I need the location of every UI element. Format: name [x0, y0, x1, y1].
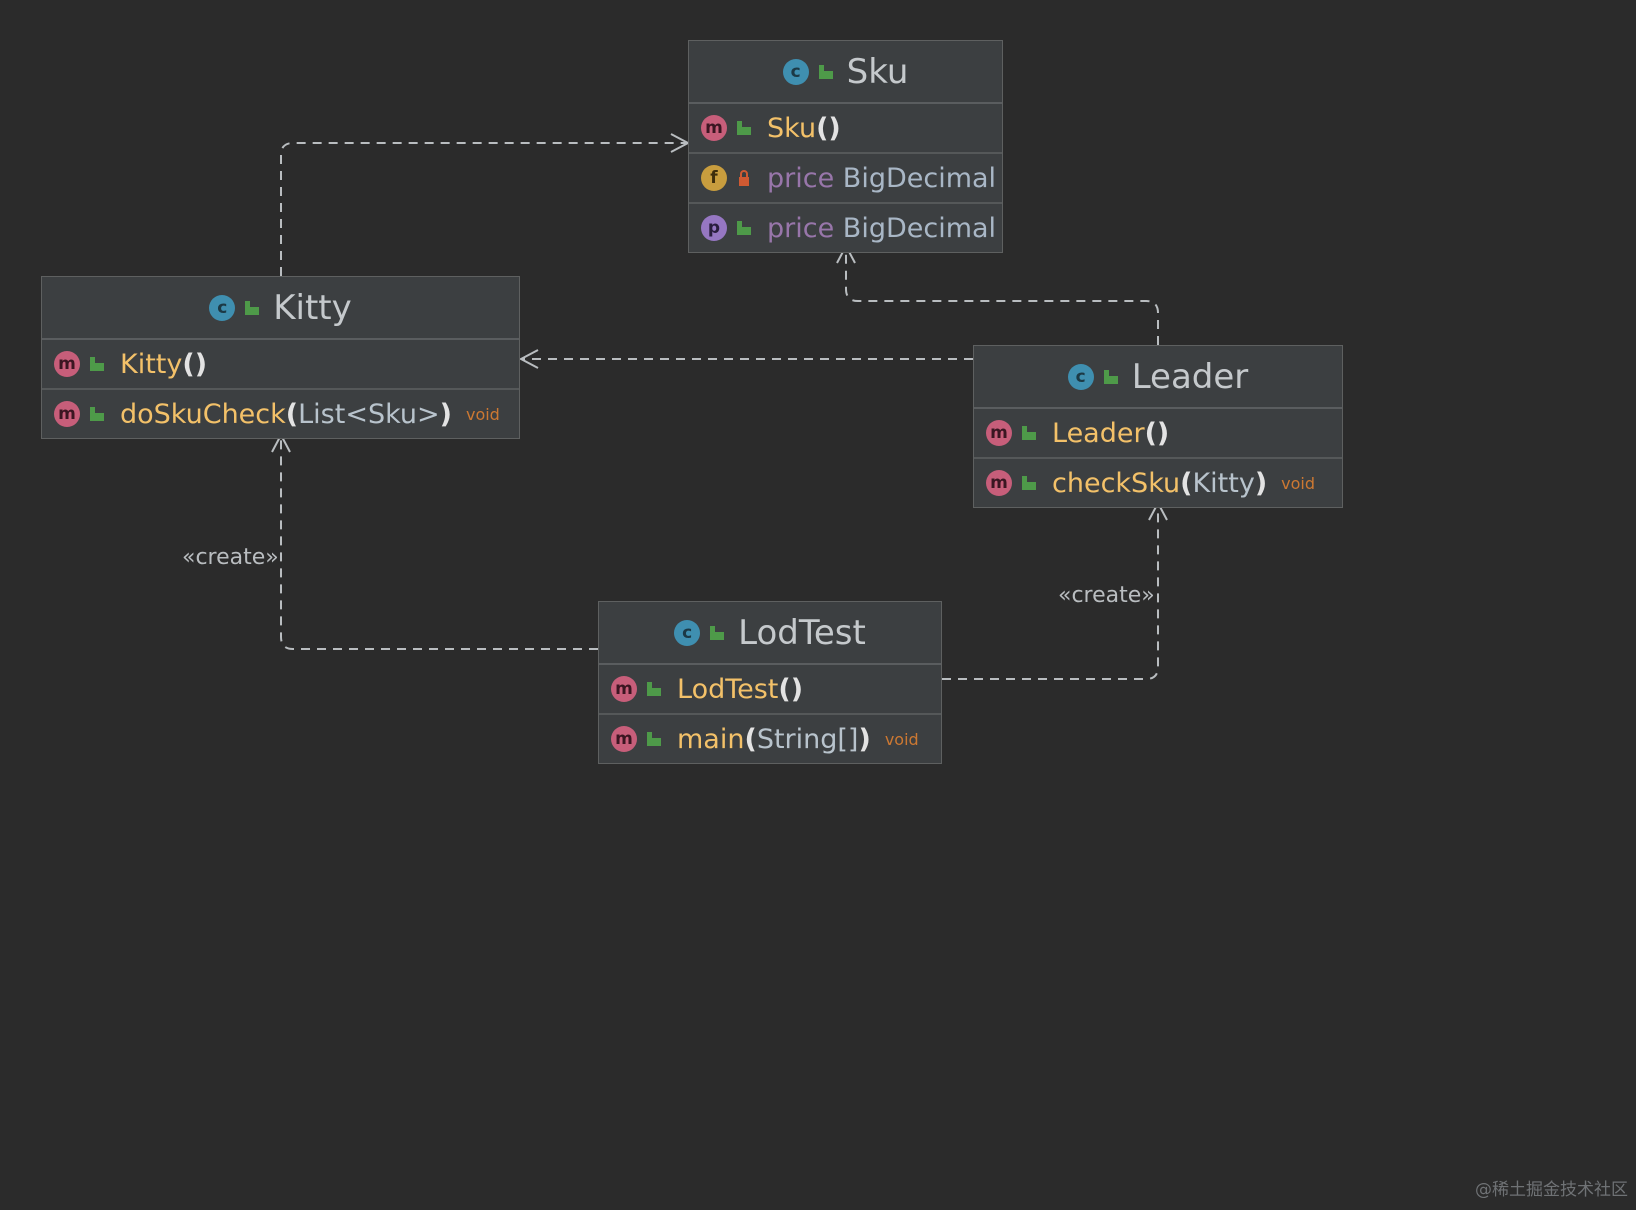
paren-close: ): [1156, 417, 1170, 449]
watermark: @稀土掘金技术社区: [1475, 1180, 1628, 1200]
method-name: doSkuCheck: [120, 398, 286, 430]
method-params: List<Sku>: [298, 398, 440, 430]
method-icon: m: [54, 351, 80, 377]
member-row-constructor[interactable]: m Leader(): [974, 409, 1342, 459]
method-icon: m: [611, 676, 637, 702]
static-method-icon: m: [611, 726, 637, 752]
paren-close: ): [790, 673, 804, 705]
public-visibility-icon: [708, 624, 726, 642]
return-type: void: [884, 729, 919, 749]
class-name: LodTest: [738, 612, 866, 653]
runnable-class-icon: c: [674, 619, 701, 646]
member-row-constructor[interactable]: m Kitty(): [42, 340, 519, 390]
paren-open: (: [778, 673, 791, 705]
paren-open: (: [744, 723, 757, 755]
member-row-field[interactable]: f price BigDecimal: [689, 154, 1002, 204]
field-icon: f: [701, 165, 727, 191]
return-type: void: [465, 404, 500, 424]
method-name: checkSku: [1052, 467, 1181, 499]
public-visibility-icon: [735, 119, 753, 137]
member-row-property[interactable]: p price BigDecimal: [689, 204, 1002, 252]
method-icon: m: [986, 420, 1012, 446]
method-name: Leader: [1052, 417, 1145, 449]
paren-open: (: [285, 398, 299, 430]
method-params: String[]: [756, 723, 859, 755]
method-name: LodTest: [677, 673, 779, 705]
class-icon: c: [209, 294, 236, 321]
class-name: Sku: [846, 51, 909, 92]
public-visibility-icon: [1020, 474, 1038, 492]
paren-open: (: [182, 348, 195, 380]
class-name: Kitty: [273, 287, 352, 328]
paren-open: (: [816, 112, 829, 144]
return-type: void: [1281, 473, 1316, 493]
property-name: price: [767, 212, 835, 244]
public-visibility-icon: [1102, 368, 1120, 386]
paren-close: ): [828, 112, 841, 144]
property-icon: p: [701, 215, 727, 241]
edge-label-lodtest-kitty: «create»: [182, 545, 279, 570]
edge-lodtest-kitty: [271, 432, 598, 650]
class-icon: c: [1067, 363, 1094, 390]
method-name: Sku: [767, 112, 817, 144]
paren-open: (: [1144, 417, 1157, 449]
private-lock-icon: [735, 169, 753, 187]
field-type: BigDecimal: [842, 162, 997, 194]
public-visibility-icon: [645, 730, 663, 748]
public-visibility-icon: [88, 405, 106, 423]
class-name: Leader: [1131, 356, 1249, 397]
paren-close: ): [439, 398, 452, 430]
public-visibility-icon: [1020, 424, 1038, 442]
paren-close: ): [194, 348, 208, 380]
member-row-constructor[interactable]: m LodTest(): [599, 665, 941, 715]
method-icon: m: [54, 401, 80, 427]
public-visibility-icon: [243, 299, 261, 317]
paren-open: (: [1180, 467, 1193, 499]
method-name: Kitty: [120, 348, 183, 380]
class-node-sku[interactable]: c Sku m Sku() f price BigDecimal p price…: [688, 40, 1003, 253]
paren-close: ): [858, 723, 871, 755]
method-icon: m: [986, 470, 1012, 496]
edge-lodtest-leader: [942, 500, 1168, 680]
class-header: c Kitty: [42, 277, 519, 340]
class-header: c Sku: [689, 41, 1002, 104]
edge-leader-sku: [836, 243, 1159, 345]
public-visibility-icon: [817, 63, 835, 81]
class-node-kitty[interactable]: c Kitty m Kitty() m doSkuCheck(List<Sku>…: [41, 276, 520, 439]
field-name: price: [767, 162, 835, 194]
class-node-lodtest[interactable]: c LodTest m LodTest() m main(String[]) v…: [598, 601, 942, 764]
property-type: BigDecimal: [842, 212, 997, 244]
member-row-method[interactable]: m main(String[]) void: [599, 715, 941, 763]
class-header: c Leader: [974, 346, 1342, 409]
member-row-method[interactable]: m checkSku(Kitty) void: [974, 459, 1342, 507]
public-visibility-icon: [88, 355, 106, 373]
edge-label-lodtest-leader: «create»: [1058, 583, 1155, 608]
public-visibility-icon: [735, 219, 753, 237]
member-row-method[interactable]: m doSkuCheck(List<Sku>) void: [42, 390, 519, 438]
method-name: main: [677, 723, 745, 755]
member-row-constructor[interactable]: m Sku(): [689, 104, 1002, 154]
method-params: Kitty: [1192, 467, 1255, 499]
class-header: c LodTest: [599, 602, 941, 665]
edge-kitty-sku: [280, 133, 691, 276]
class-node-leader[interactable]: c Leader m Leader() m checkSku(Kitty) vo…: [973, 345, 1343, 508]
public-visibility-icon: [645, 680, 663, 698]
method-icon: m: [701, 115, 727, 141]
paren-close: ): [1254, 467, 1268, 499]
class-icon: c: [782, 58, 809, 85]
